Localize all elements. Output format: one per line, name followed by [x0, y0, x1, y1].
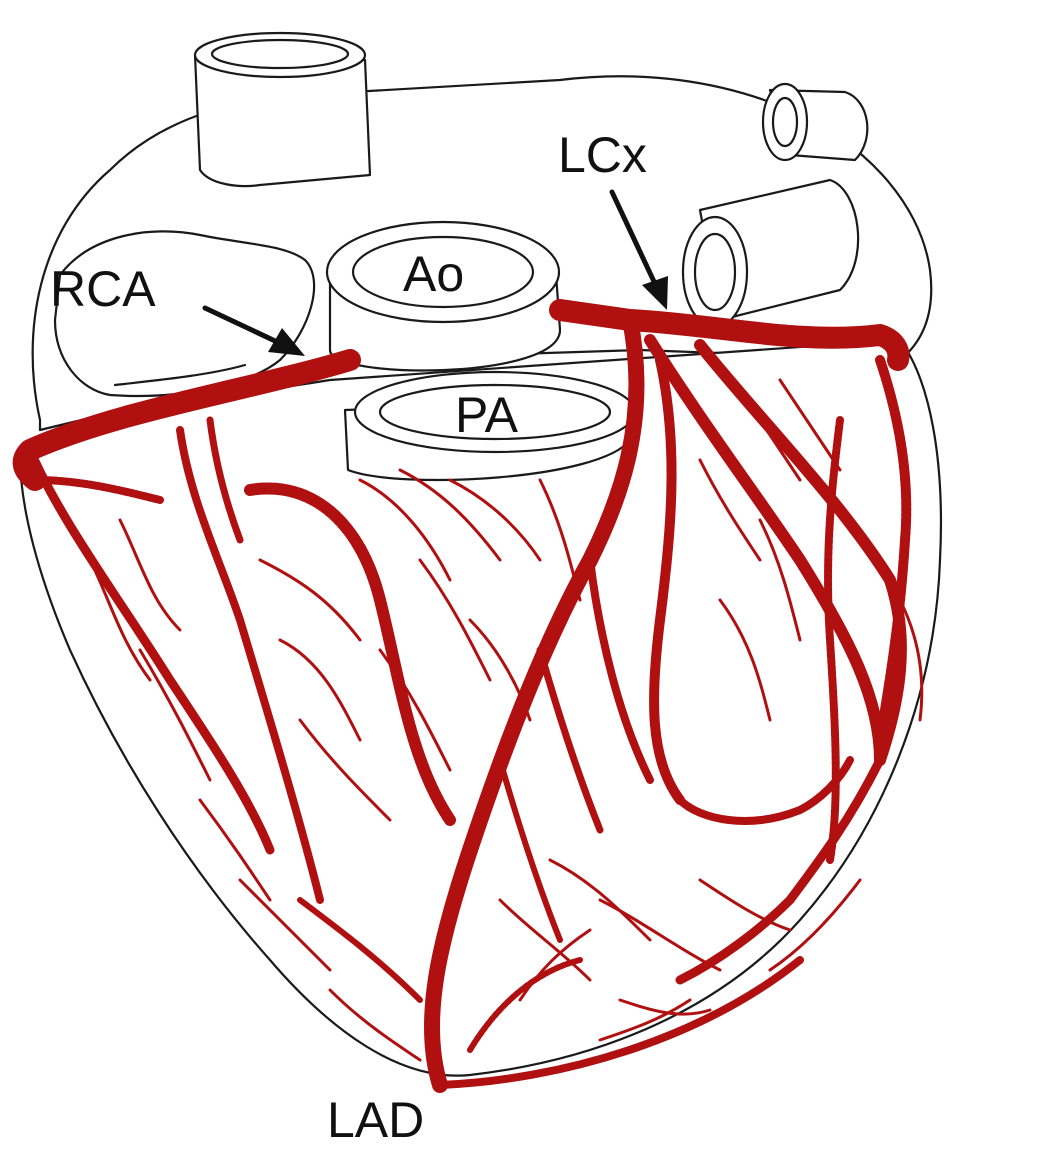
- svc-opening-inner: [212, 40, 348, 68]
- label-rca: RCA: [50, 261, 156, 317]
- label-lad: LAD: [327, 1092, 424, 1148]
- label-ao: Ao: [403, 246, 464, 302]
- pulmonary-vein-lower-inner: [695, 234, 735, 310]
- label-pa: PA: [455, 387, 519, 443]
- pulmonary-vein-upper-inner: [773, 98, 797, 146]
- label-lcx: LCx: [558, 127, 647, 183]
